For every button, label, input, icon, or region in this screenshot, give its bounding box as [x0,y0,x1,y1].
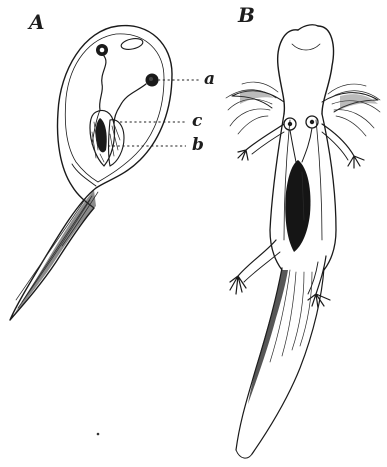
larva-head-outline [278,26,334,114]
panel-a-letter: A [27,10,45,34]
callout-b: b [192,135,204,155]
oval-mark [120,37,144,51]
panel-a-drawing: A a c [10,10,215,320]
panel-b-letter: B [237,3,255,27]
hindlimb-left [230,240,276,294]
tadpole-body-outline [10,26,172,320]
tadpole-body-inner-outline [65,34,164,182]
callout-a: a [204,69,215,89]
gills-right [322,84,380,136]
internal-organs [90,111,124,167]
panel-b-drawing: B [97,3,380,458]
gills-left [226,82,284,134]
larva-tail-shading [248,270,288,404]
callout-c: c [192,111,203,131]
internal-organ-dark [285,160,310,252]
hindlimb-right [308,256,330,308]
